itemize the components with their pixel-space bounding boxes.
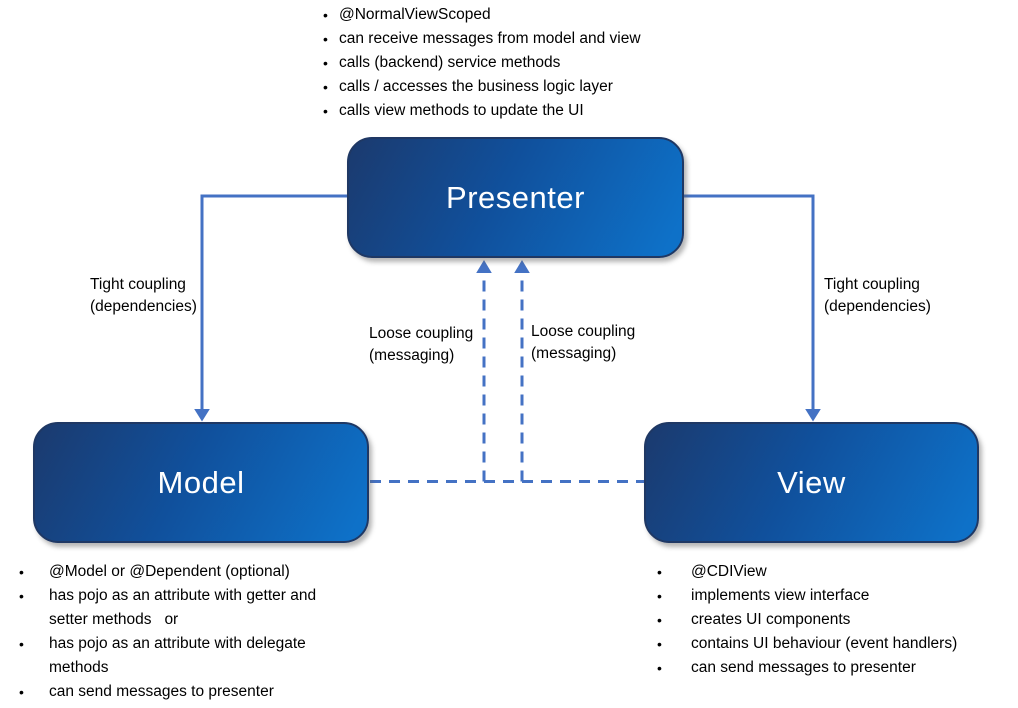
list-item: • @NormalViewScoped [323,3,641,27]
label-line: (dependencies) [90,298,197,315]
view-notes-list: • @CDIView • implements view interface • cr… [657,560,957,680]
note-text: has pojo as an attribute with getter and [49,587,317,604]
bullet-icon: • [19,588,24,604]
note-text: calls / accesses the business logic laye… [339,78,613,95]
bullet-icon: • [657,636,662,652]
loose-coupling-label-right: Loose coupling (messaging) [531,321,635,365]
note-text: creates UI components [691,611,851,628]
list-item: • calls (backend) service methods [323,51,641,75]
label-line: Loose coupling [531,323,636,340]
note-text: @Model or @Dependent (optional) [49,563,290,580]
list-item: • creates UI components [657,608,957,632]
list-item: • @CDIView [657,560,957,584]
presenter-box-label: Presenter [446,179,585,215]
note-text: setter methods or [49,611,179,628]
bullet-icon: • [323,31,328,47]
presenter-notes-list: • @NormalViewScoped • can receive messages… [323,3,641,123]
note-text: @NormalViewScoped [339,6,491,23]
tight-coupling-line-right [684,194,815,409]
list-item: • calls view methods to update the UI [323,99,641,123]
model-notes-list: • @Model or @Dependent (optional) • has po… [19,560,316,704]
list-item: • calls / accesses the business logic lay… [323,75,641,99]
label-line: Tight coupling [824,276,920,293]
label-line: (messaging) [369,347,455,364]
tight-coupling-label-left: Tight coupling (dependencies) [90,274,197,318]
tight-coupling-line-left [200,194,347,409]
list-item-continuation: •methods [19,656,316,680]
note-text: calls view methods to update the UI [339,102,584,119]
list-item: • can send messages to presenter [19,680,316,704]
note-text: contains UI behaviour (event handlers) [691,635,958,652]
label-line: (messaging) [531,345,617,362]
label-line: Loose coupling [369,325,474,342]
arrowhead-down-model [194,409,210,422]
note-text: implements view interface [691,587,870,604]
arrowhead-up-left [476,260,492,273]
model-box-label: Model [157,464,245,500]
bullet-icon: • [323,103,328,119]
note-text: can receive messages from model and view [339,30,641,47]
bullet-icon: • [19,564,24,580]
note-text: @CDIView [691,563,767,580]
bullet-icon: • [657,588,662,604]
label-line: (dependencies) [824,298,931,315]
list-item: • has pojo as an attribute with getter an… [19,584,316,608]
bullet-icon: • [323,79,328,95]
note-text: has pojo as an attribute with delegate [49,635,306,652]
list-item: • can receive messages from model and vie… [323,27,641,51]
list-item: • can send messages to presenter [657,656,957,680]
list-item: • implements view interface [657,584,957,608]
list-item: • contains UI behaviour (event handlers) [657,632,957,656]
bullet-icon: • [323,7,328,23]
view-box: View [644,422,979,543]
view-box-label: View [777,464,846,500]
label-line: Tight coupling [90,276,186,293]
list-item: • has pojo as an attribute with delegate [19,632,316,656]
note-text: methods [49,659,109,676]
bullet-icon: • [657,564,662,580]
arrowhead-down-view [805,409,821,422]
bullet-icon: • [657,660,662,676]
presenter-box: Presenter [347,137,684,258]
bullet-icon: • [323,55,328,71]
list-item: • @Model or @Dependent (optional) [19,560,316,584]
bullet-icon: • [19,684,24,700]
tight-coupling-label-right: Tight coupling (dependencies) [824,274,931,318]
note-text: can send messages to presenter [49,683,274,700]
arrowhead-up-right [514,260,530,273]
note-text: can send messages to presenter [691,659,916,676]
list-item-continuation: •setter methods or [19,608,316,632]
loose-coupling-label-left: Loose coupling (messaging) [369,323,473,367]
bullet-icon: • [19,636,24,652]
note-text: calls (backend) service methods [339,54,561,71]
model-box: Model [33,422,369,543]
bullet-icon: • [657,612,662,628]
